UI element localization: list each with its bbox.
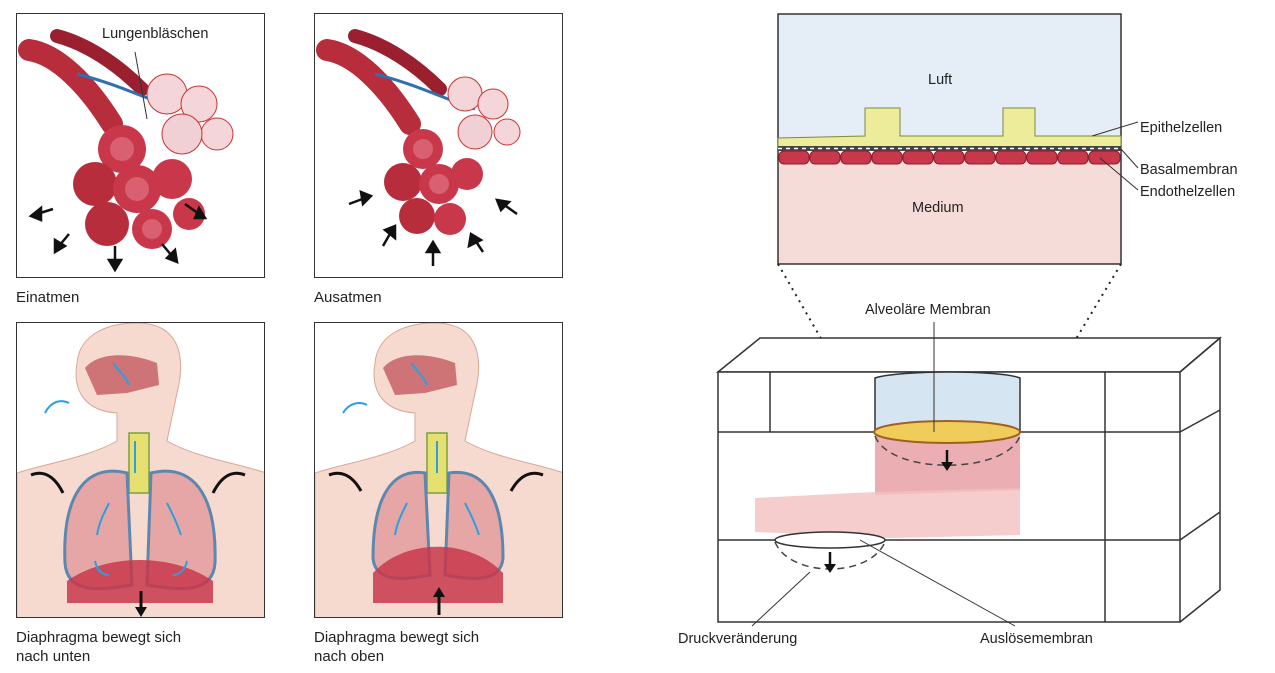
air-label: Luft <box>928 72 952 88</box>
basalmembran-label: Basalmembran <box>1140 162 1238 178</box>
alveolar-chip-diagram: Luft Medium Epithelzellen Basalmembran E… <box>660 0 1275 668</box>
medium-label: Medium <box>912 200 964 216</box>
alveoli-inhale-panel: Lungenbläschen <box>16 13 265 278</box>
membrane-inset: Luft Medium <box>778 14 1121 264</box>
torso-inhale-panel <box>16 322 265 618</box>
torso-exhale-panel <box>314 322 563 618</box>
alveoli-exhale-panel <box>314 13 563 278</box>
lungenblaeschen-label: Lungenbläschen <box>102 26 208 42</box>
exhale-caption: Ausatmen <box>314 289 382 307</box>
endothelzellen-label: Endothelzellen <box>1140 184 1235 200</box>
diaphragm-up-caption-line2: nach oben <box>314 648 384 666</box>
epithelzellen-label: Epithelzellen <box>1140 120 1222 136</box>
alveolar-membrane-label: Alveoläre Membran <box>865 302 991 318</box>
alveolar-chip-drawing: Luft Medium Epithelzellen Basalmembran E… <box>660 0 1275 668</box>
contraction-arrows <box>349 192 517 266</box>
diaphragm-down-caption-line2: nach unten <box>16 648 90 666</box>
alveoli-inhale-drawing: Lungenbläschen <box>17 14 265 278</box>
actuation-membrane-label: Auslösemembran <box>980 631 1093 647</box>
inhale-caption: Einatmen <box>16 289 79 307</box>
diaphragm-up-caption-line1: Diaphragma bewegt sich <box>314 629 479 647</box>
torso-exhale-drawing <box>315 323 563 618</box>
torso-inhale-drawing <box>17 323 265 618</box>
alveoli-exhale-drawing <box>315 14 563 278</box>
pressure-change-label: Druckveränderung <box>678 631 797 647</box>
diaphragm-down-caption-line1: Diaphragma bewegt sich <box>16 629 181 647</box>
